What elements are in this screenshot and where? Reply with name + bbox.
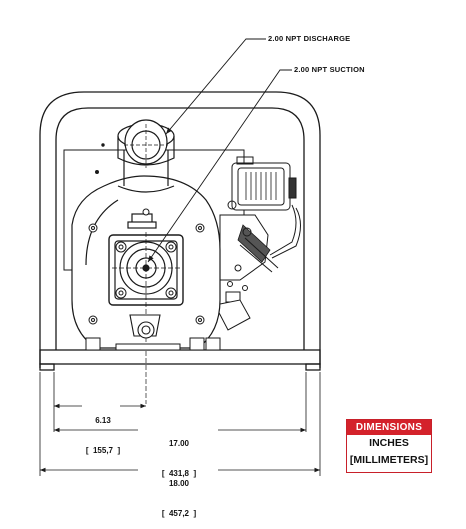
base-width-inches: 17.00	[168, 439, 190, 448]
base-width-dimension: 17.00 [ 431,8 ]	[146, 419, 212, 489]
legend-primary-unit: INCHES	[369, 437, 409, 449]
suction-leader	[147, 69, 292, 263]
base-mounts	[85, 337, 221, 351]
legend-secondary-unit: [MILLIMETERS]	[349, 454, 429, 466]
discharge-leader	[165, 38, 266, 135]
inlet-offset-mm: [ 155,7 ]	[85, 446, 121, 455]
overall-width-mm: [ 457,2 ]	[161, 509, 197, 518]
discharge-callout: 2.00 NPT DISCHARGE	[268, 34, 351, 43]
leader-lines	[147, 38, 292, 263]
starter-fins	[245, 172, 277, 200]
base-width-mm: [ 431,8 ]	[161, 469, 197, 478]
inlet-offset-dimension: 6.13 [ 155,7 ]	[76, 396, 130, 466]
inlet-offset-inches: 6.13	[95, 416, 111, 425]
suction-callout: 2.00 NPT SUCTION	[294, 65, 365, 74]
roll-frame	[39, 91, 321, 371]
dimensions-legend: DIMENSIONS INCHES [MILLIMETERS]	[346, 419, 432, 473]
drain-plug	[129, 314, 161, 339]
overall-width-inches: 18.00	[168, 479, 190, 488]
flange-bolts	[115, 241, 177, 299]
legend-title: DIMENSIONS	[347, 420, 431, 435]
dimension-lines	[39, 372, 321, 476]
volute-bolts	[88, 208, 205, 325]
pump-body	[71, 119, 221, 404]
overall-width-dimension: 18.00 [ 457,2 ]	[146, 459, 212, 529]
